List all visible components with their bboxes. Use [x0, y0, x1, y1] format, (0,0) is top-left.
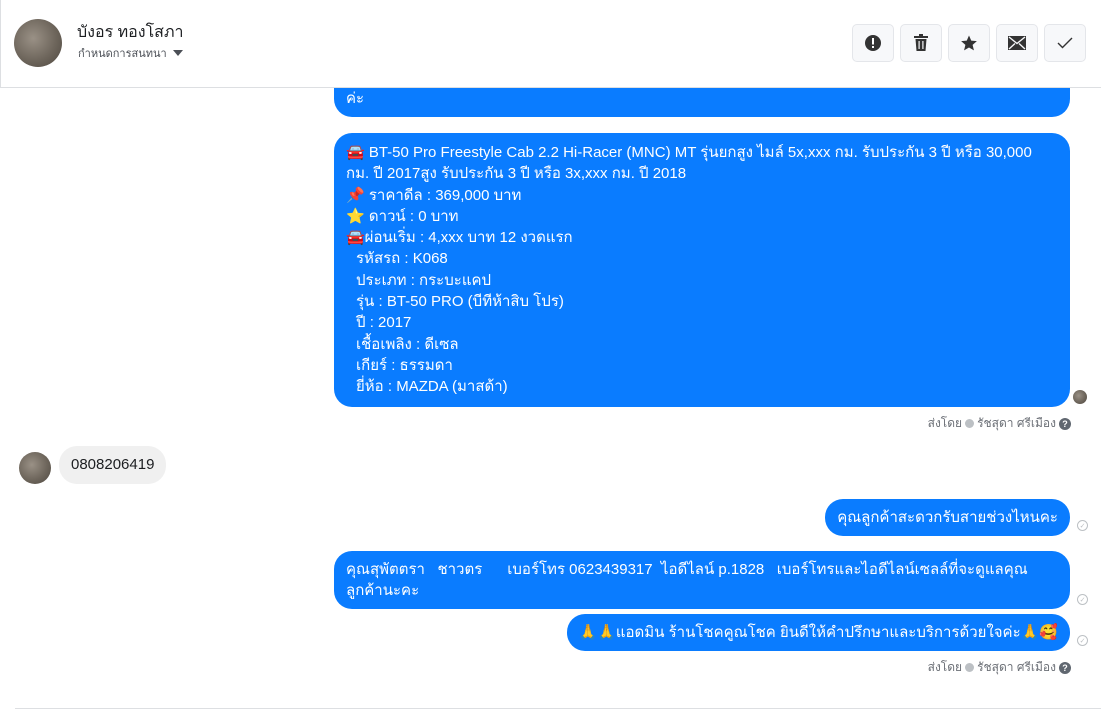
star-icon — [961, 35, 977, 51]
help-icon[interactable]: ? — [1059, 661, 1071, 674]
message-line: เชื้อเพลิง : ดีเซล — [356, 335, 459, 353]
message-outgoing: คุณสุพัตตรา ชาวตร เบอร์โทร 0623439317 ไอ… — [334, 551, 1070, 609]
check-icon — [1057, 37, 1073, 49]
message-line: เกียร์ : ธรรมดา — [356, 356, 453, 374]
message-line: 🚘 BT-50 Pro Freestyle Cab 2.2 Hi-Racer (… — [346, 144, 1032, 183]
agent-icon — [965, 663, 975, 672]
conversation-header: บังอร ทองโสภา กำหนดการสนทนา — [0, 0, 1101, 88]
conversation-schedule-dropdown[interactable]: กำหนดการสนทนา — [78, 44, 183, 62]
trash-icon — [914, 34, 928, 51]
message-outgoing-listing: 🚘 BT-50 Pro Freestyle Cab 2.2 Hi-Racer (… — [334, 133, 1070, 407]
sent-by-label: ส่งโดย รัชสุดา ศรีเมือง? — [928, 414, 1071, 433]
message-text: ค่ะ — [346, 90, 365, 107]
message-line: ปี : 2017 — [356, 314, 412, 332]
mail-icon — [1008, 36, 1026, 50]
sent-by-label: ส่งโดย รัชสุดา ศรีเมือง? — [928, 658, 1071, 677]
message-line: 🚘ผ่อนเริ่ม : 4,xxx บาท 12 งวดแรก — [346, 229, 573, 247]
agent-name: รัชสุดา ศรีเมือง — [977, 416, 1056, 430]
sent-by-text: ส่งโดย — [927, 416, 963, 430]
message-text: 0808206419 — [71, 456, 155, 473]
delivered-icon: ✓ — [1077, 520, 1088, 531]
sender-avatar[interactable] — [19, 452, 51, 484]
message-outgoing: 🙏🙏แอดมิน ร้านโชคคูณโชค ยินดีให้คำปรึกษาแ… — [566, 614, 1070, 651]
help-icon[interactable]: ? — [1059, 417, 1071, 430]
message-outgoing: คุณลูกค้าสะดวกรับสายช่วงไหนคะ — [825, 499, 1070, 536]
delete-button[interactable] — [900, 24, 942, 62]
seen-avatar — [1073, 390, 1087, 404]
mark-unread-button[interactable] — [996, 24, 1038, 62]
mark-done-button[interactable] — [1044, 24, 1086, 62]
agent-name: รัชสุดา ศรีเมือง — [977, 660, 1056, 674]
message-line: รหัสรถ : K068 — [356, 250, 448, 268]
message-incoming: 0808206419 — [59, 446, 167, 484]
alert-icon — [865, 35, 881, 51]
message-line: รุ่น : BT-50 PRO (บีทีห้าสิบ โปร) — [356, 293, 564, 311]
message-line: 📌 ราคาดีล : 369,000 บาท — [346, 186, 522, 204]
message-outgoing: ค่ะ — [334, 88, 1070, 117]
message-text: 🙏🙏แอดมิน ร้านโชคคูณโชค ยินดีให้คำปรึกษาแ… — [578, 624, 1058, 641]
delivered-icon: ✓ — [1077, 635, 1088, 646]
message-composer[interactable] — [15, 708, 1101, 718]
schedule-label: กำหนดการสนทนา — [78, 48, 167, 60]
message-line: ประเภท : กระบะแคป — [356, 271, 492, 289]
message-line: ยี่ห้อ : MAZDA (มาสด้า) — [356, 378, 508, 396]
contact-avatar[interactable] — [14, 19, 62, 67]
delivered-icon: ✓ — [1077, 594, 1088, 605]
agent-icon — [965, 419, 975, 428]
spam-button[interactable] — [852, 24, 894, 62]
sent-by-text: ส่งโดย — [927, 660, 963, 674]
message-text: คุณลูกค้าสะดวกรับสายช่วงไหนคะ — [837, 509, 1058, 526]
message-text: คุณสุพัตตรา ชาวตร เบอร์โทร 0623439317 ไอ… — [346, 561, 1028, 600]
caret-down-icon — [172, 50, 183, 56]
contact-name[interactable]: บังอร ทองโสภา — [77, 24, 184, 41]
message-thread[interactable]: ค่ะ 🚘 BT-50 Pro Freestyle Cab 2.2 Hi-Rac… — [0, 88, 1101, 708]
message-line: ⭐ ดาวน์ : 0 บาท — [346, 207, 459, 225]
star-button[interactable] — [948, 24, 990, 62]
